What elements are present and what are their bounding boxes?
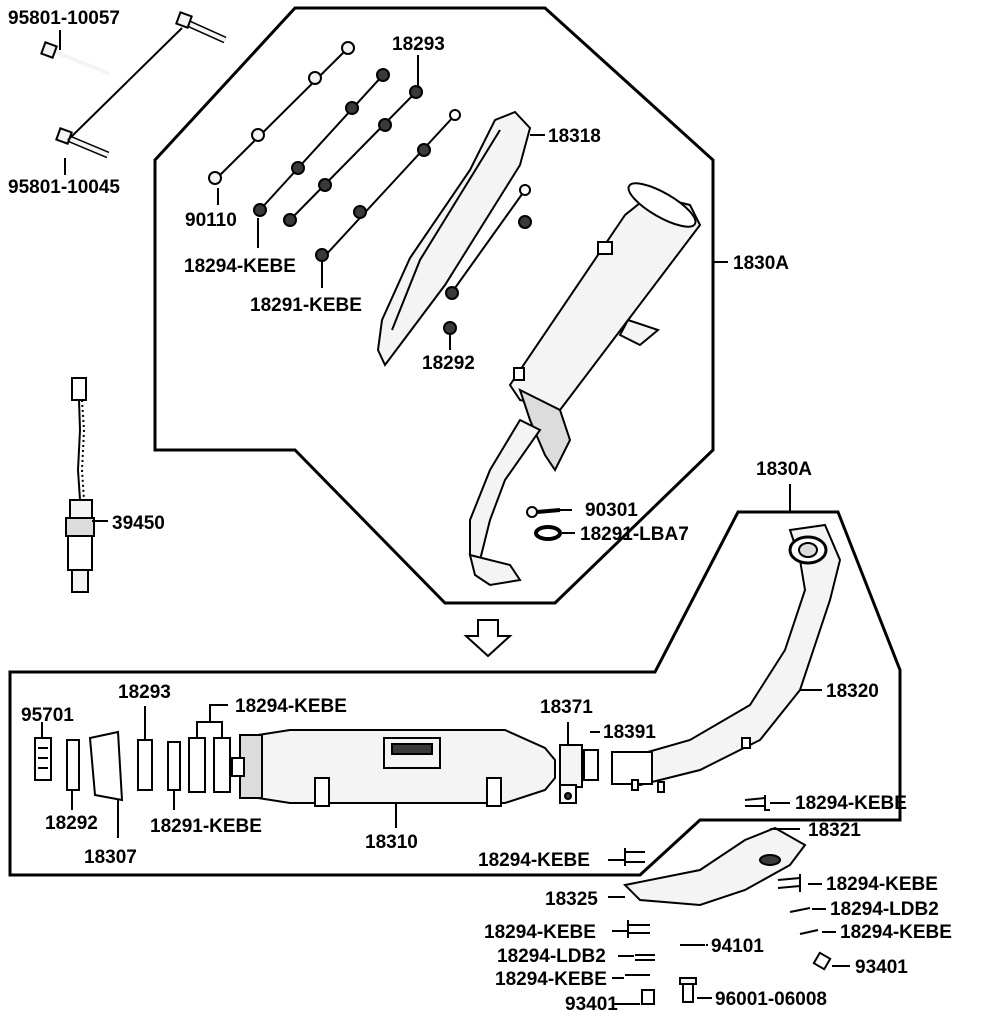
label-94101: 94101 <box>711 936 764 957</box>
label-18294-kebe-r1: 18294-KEBE <box>795 793 907 814</box>
label-1830A-top: 1830A <box>733 253 789 274</box>
label-18294-kebe-r6: 18294-KEBE <box>495 969 607 990</box>
gaskets-18292 <box>443 184 532 335</box>
label-18391: 18391 <box>603 722 656 743</box>
bolt-90301 <box>526 506 572 518</box>
gaskets-18293 <box>253 68 461 262</box>
clip-icons <box>624 795 819 976</box>
label-18293-mid: 18293 <box>118 682 171 703</box>
nut-93401-b <box>641 989 655 1005</box>
label-18294-kebe-r2: 18294-KEBE <box>478 850 590 871</box>
leader-18294-kebe-mid <box>196 704 228 738</box>
leader-bolt <box>67 27 183 141</box>
label-93401-a: 93401 <box>855 957 908 978</box>
tips-18294-kebe-mid <box>188 737 231 793</box>
screw-96001-06008 <box>679 977 697 1003</box>
label-39450: 39450 <box>112 513 165 534</box>
label-95801-10057: 95801-10057 <box>8 8 120 29</box>
label-18318: 18318 <box>548 126 601 147</box>
label-18294-kebe-mid: 18294-KEBE <box>235 696 347 717</box>
label-18294-ldb2-r1: 18294-LDB2 <box>830 899 939 920</box>
label-18292-mid: 18292 <box>45 813 98 834</box>
exhaust-pipe-18320 <box>611 523 842 793</box>
label-95801-10045: 95801-10045 <box>8 177 120 198</box>
label-18294-kebe-r3: 18294-KEBE <box>826 874 938 895</box>
label-18325: 18325 <box>545 889 598 910</box>
gasket-18391 <box>583 749 599 781</box>
label-18310: 18310 <box>365 832 418 853</box>
label-96001-06008: 96001-06008 <box>715 989 827 1010</box>
cap-95701 <box>34 737 52 781</box>
label-18291-kebe-top: 18291-KEBE <box>250 295 362 316</box>
nut-93401-a <box>812 951 832 971</box>
studs-90110 <box>208 41 355 185</box>
gasket-18291-kebe-mid <box>167 741 181 791</box>
down-arrow-icon <box>463 619 513 658</box>
gasket-18292-mid <box>66 739 80 791</box>
heat-shield-18325 <box>622 826 807 907</box>
label-18307: 18307 <box>84 847 137 868</box>
label-90110: 90110 <box>185 210 237 231</box>
baffle-18307 <box>88 730 124 802</box>
label-18293-top: 18293 <box>392 34 445 55</box>
bolt-long-diagonal <box>175 11 227 44</box>
label-1830A-mid: 1830A <box>756 459 812 480</box>
label-90301: 90301 <box>585 500 638 521</box>
label-18320: 18320 <box>826 681 879 702</box>
label-18291-lba7: 18291-LBA7 <box>580 524 689 545</box>
muffler-assembly-top <box>468 182 702 587</box>
bolt-95801-10057 <box>40 41 109 75</box>
label-18294-ldb2-r2: 18294-LDB2 <box>497 946 606 967</box>
label-18291-kebe-mid: 18291-KEBE <box>150 816 262 837</box>
label-18371: 18371 <box>540 697 593 718</box>
label-18294-kebe-r5: 18294-KEBE <box>840 922 952 943</box>
shield-ridge <box>391 129 501 331</box>
gasket-18291-lba7 <box>534 525 575 541</box>
label-93401-b: 93401 <box>565 994 618 1015</box>
bolt-95801-10045 <box>55 127 110 159</box>
label-18292-top: 18292 <box>422 353 475 374</box>
heat-shield-18318 <box>376 110 532 367</box>
upper-assembly-outline <box>153 6 715 605</box>
muffler-18310 <box>231 729 556 807</box>
label-95701: 95701 <box>21 705 74 726</box>
gasket-18293-mid <box>137 739 153 791</box>
label-18294-kebe-r4: 18294-KEBE <box>484 922 596 943</box>
label-18321: 18321 <box>808 820 861 841</box>
label-18294-kebe-top: 18294-KEBE <box>184 256 296 277</box>
right-leaders <box>608 802 850 1005</box>
lower-assembly-outline <box>8 510 902 877</box>
o2-sensor-39450 <box>65 377 95 593</box>
clamp-18371 <box>559 744 583 804</box>
